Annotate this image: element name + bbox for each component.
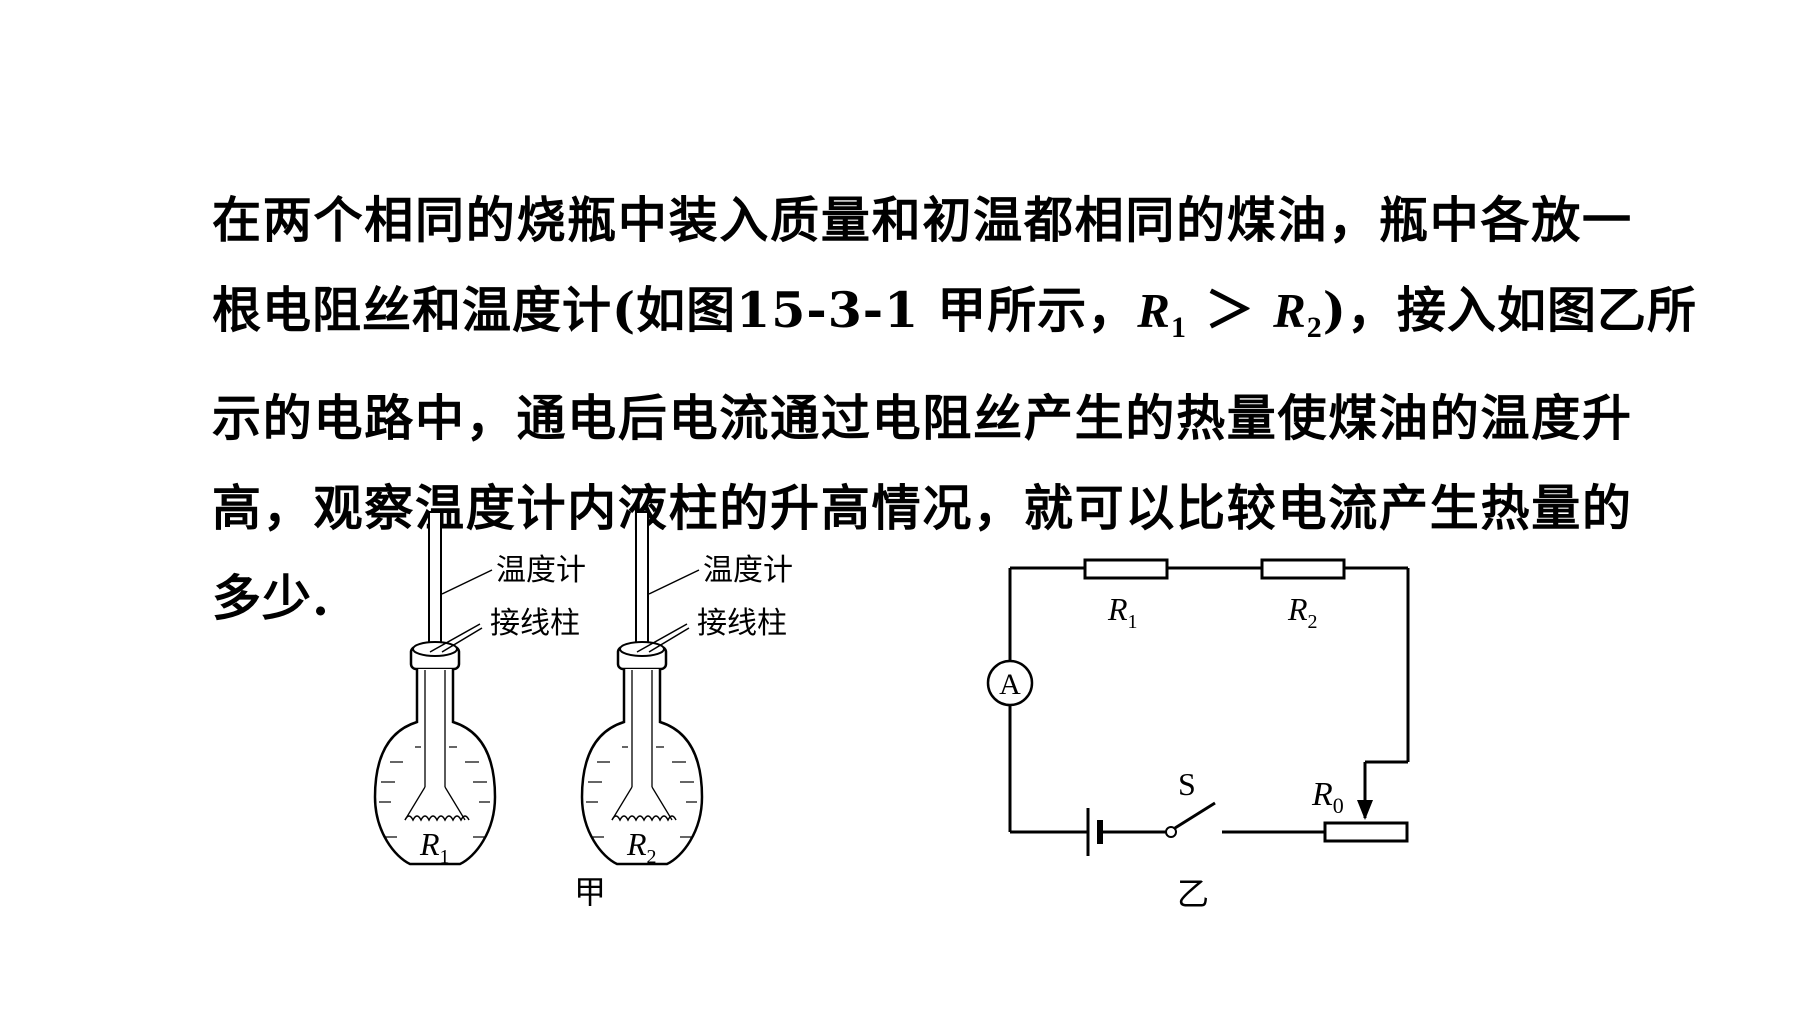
text-line-2: 根电阻丝和温度计(如图15-3-1 甲所示，R1 ＞ R2)，接入如图乙所 bbox=[212, 265, 1696, 373]
text-line-2-part-a: 根电阻丝和温度计(如图15-3-1 甲所示， bbox=[212, 281, 1138, 339]
ammeter-label: A bbox=[999, 668, 1021, 701]
caption-jia: 甲 bbox=[574, 874, 606, 910]
text-line-3: 示的电路中，通电后电流通过电阻丝产生的热量使煤油的温度升 bbox=[212, 389, 1632, 447]
symbol-r1: R1 bbox=[1137, 283, 1187, 344]
text-line-5: 多少. bbox=[212, 569, 331, 627]
problem-text: 在两个相同的烧瓶中装入质量和初温都相同的煤油，瓶中各放一 根电阻丝和温度计(如图… bbox=[212, 175, 1696, 643]
rheostat-r0: R0 bbox=[1311, 776, 1409, 843]
flask-1-labels: 温度计 接线柱 R1 bbox=[419, 554, 586, 868]
switch-label: S bbox=[1178, 766, 1196, 802]
greater-than-sign: ＞ bbox=[1186, 281, 1274, 339]
battery bbox=[1086, 808, 1103, 856]
label-terminal-2: 接线柱 bbox=[697, 607, 787, 640]
r0-label: R0 bbox=[1311, 776, 1344, 818]
symbol-r2: R2 bbox=[1273, 283, 1323, 344]
text-line-4: 高，观察温度计内液柱的升高情况，就可以比较电流产生热量的 bbox=[212, 479, 1632, 537]
ammeter: A bbox=[986, 659, 1034, 707]
resistor-r2: R2 bbox=[1260, 558, 1346, 633]
circuit bbox=[1008, 566, 1410, 834]
flask-1-resistor-label: R1 bbox=[419, 826, 450, 868]
label-thermometer-1: 温度计 bbox=[496, 554, 586, 587]
caption-yi: 乙 bbox=[1177, 876, 1209, 912]
text-line-1: 在两个相同的烧瓶中装入质量和初温都相同的煤油，瓶中各放一 bbox=[212, 191, 1632, 249]
flask-1 bbox=[373, 510, 497, 866]
label-terminal-1: 接线柱 bbox=[490, 607, 580, 640]
switch-s: S bbox=[1165, 766, 1216, 838]
text-line-2-part-b: )，接入如图乙所 bbox=[1322, 281, 1697, 339]
flask-2 bbox=[580, 510, 704, 866]
flask-2-labels: 温度计 接线柱 R2 bbox=[626, 554, 793, 868]
r1-label: R1 bbox=[1107, 591, 1138, 633]
flask-2-resistor-label: R2 bbox=[626, 826, 657, 868]
r2-label: R2 bbox=[1287, 591, 1318, 633]
label-thermometer-2: 温度计 bbox=[703, 554, 793, 587]
resistor-r1: R1 bbox=[1083, 558, 1169, 633]
